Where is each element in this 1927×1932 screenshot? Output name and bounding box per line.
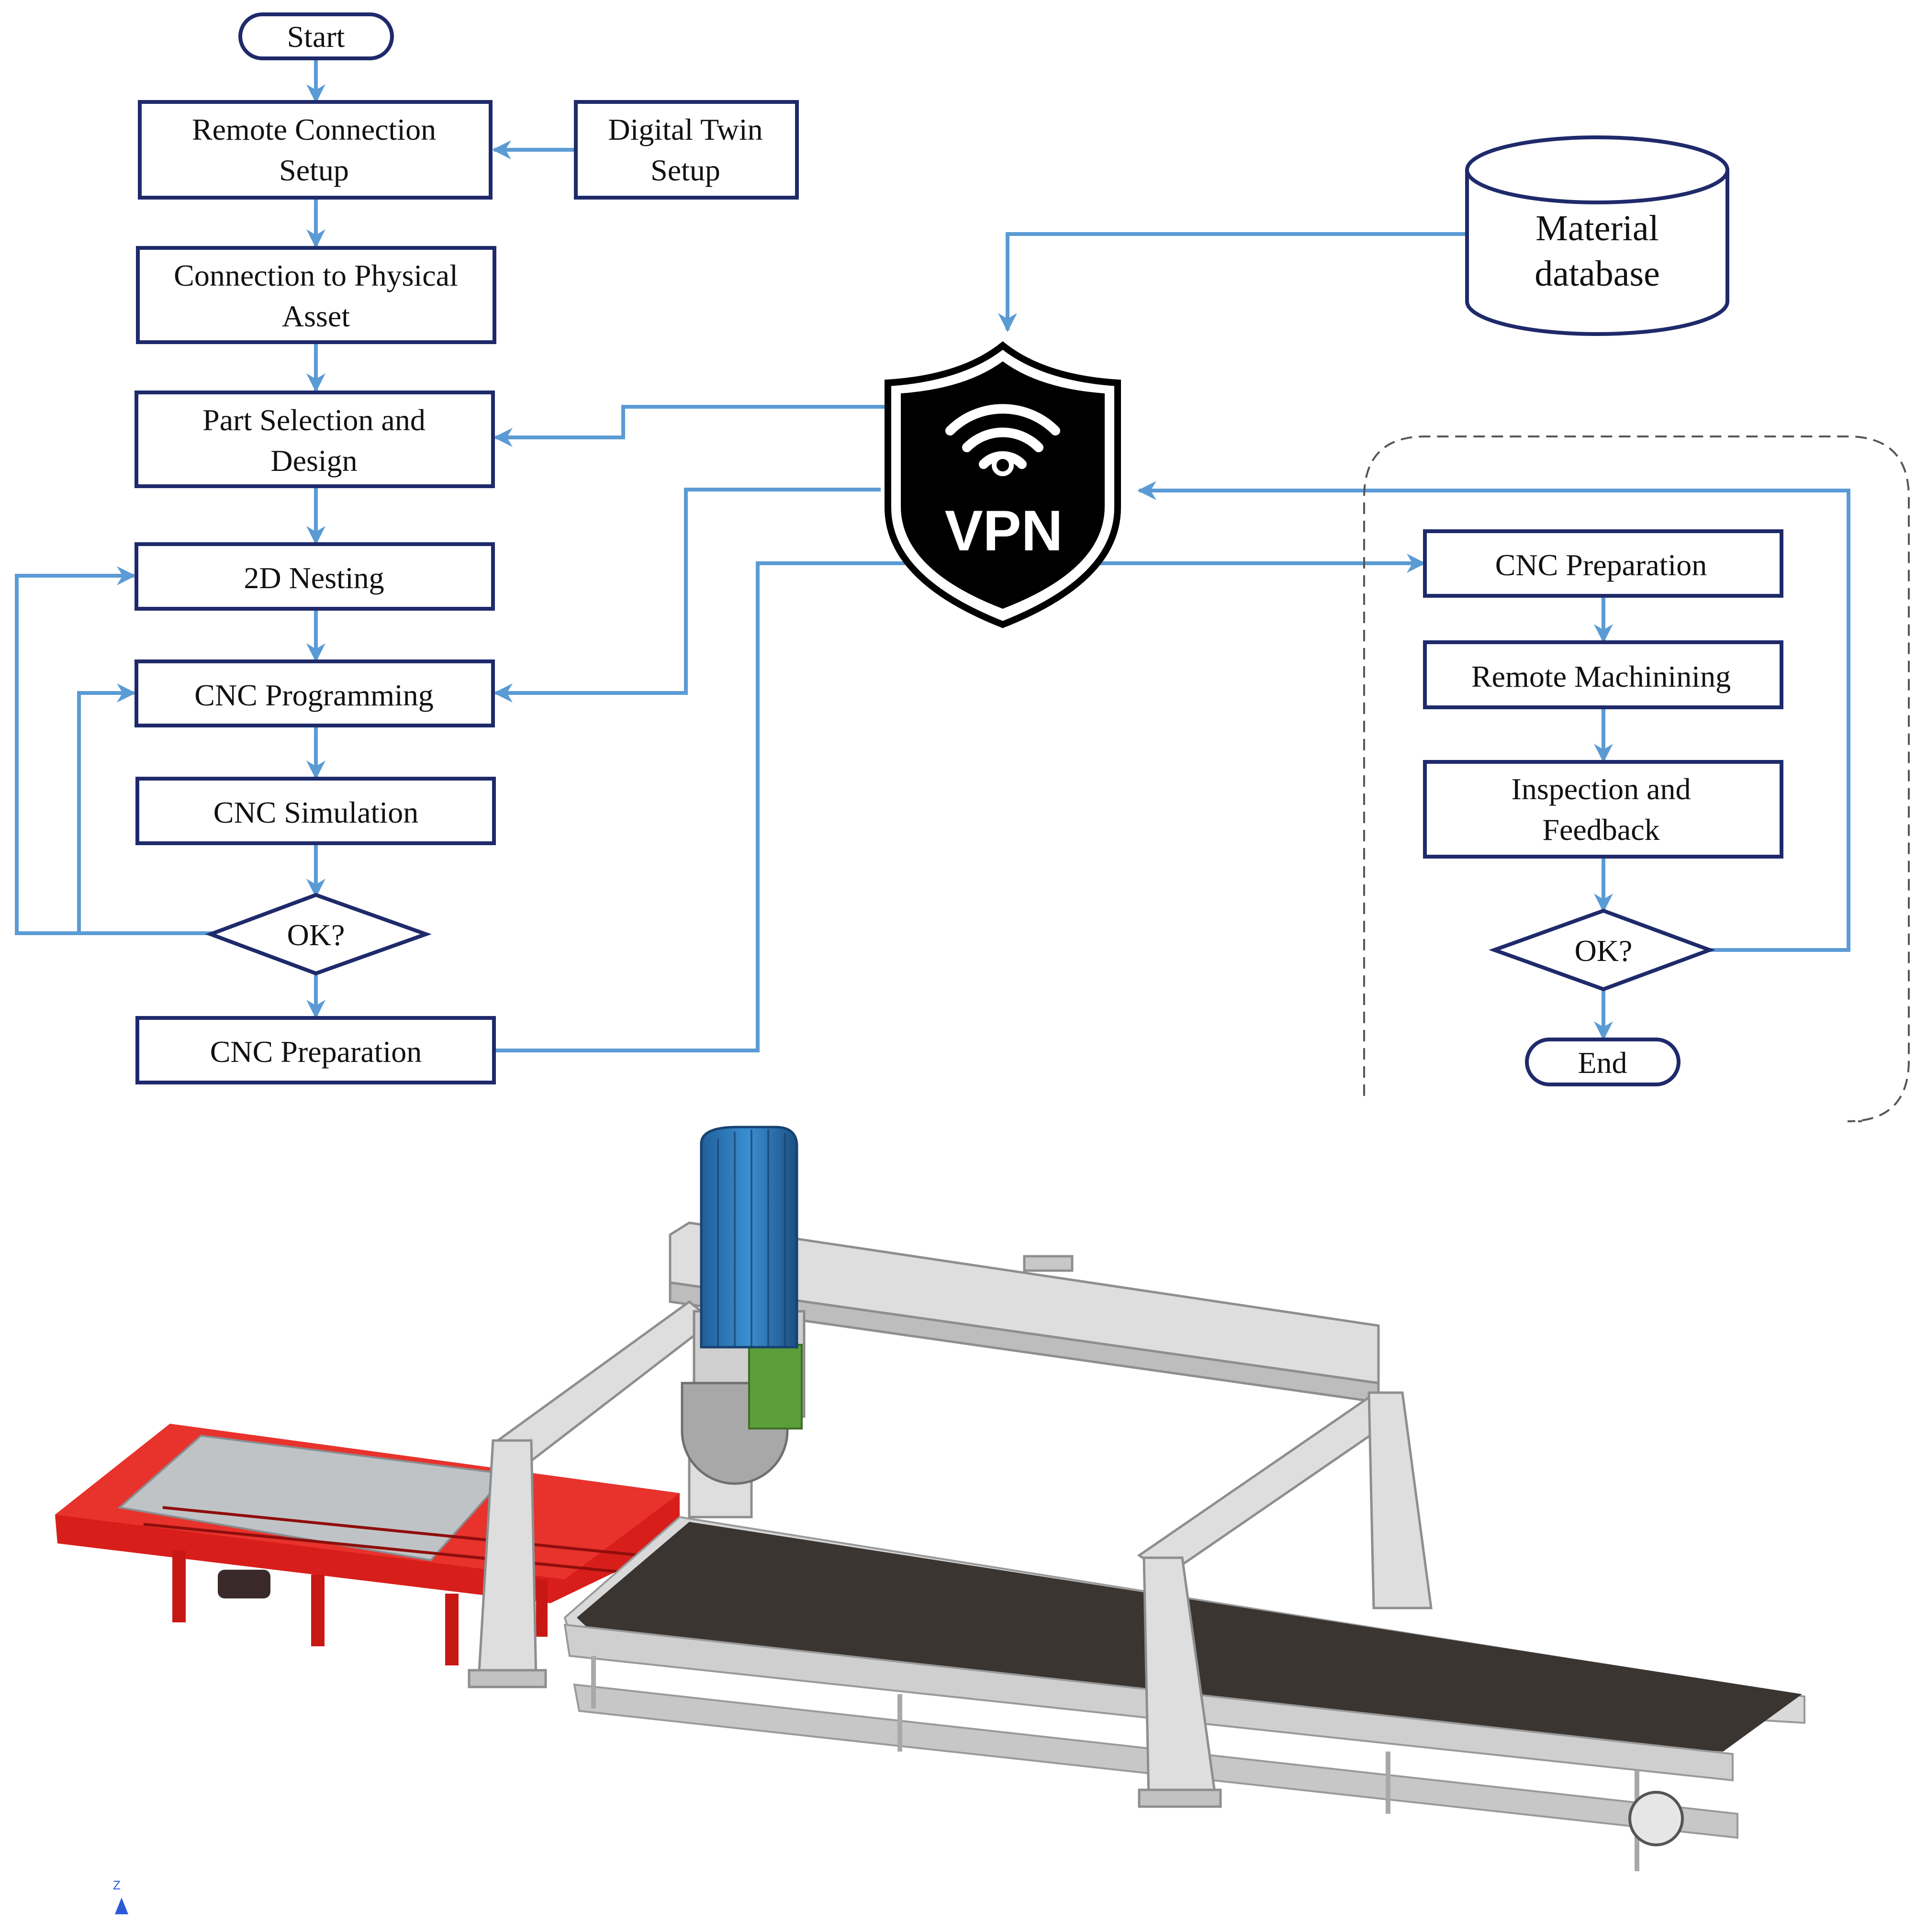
right-cnc-preparation-box [1423, 529, 1783, 598]
digital-twin-setup-box [574, 100, 799, 200]
arrow-db-to-vpn [998, 232, 1467, 332]
arrow-preparation-to-vpn [495, 561, 921, 1052]
right-flow-labels: CNC Preparation Remote Machinining Inspe… [1471, 548, 1731, 1080]
right-rear-column [1367, 1391, 1433, 1609]
arrow-ok-loop-to-programming [77, 683, 136, 933]
part-selection-label-2: Design [270, 444, 357, 478]
start-terminal [238, 12, 394, 60]
connection-asset-label-1: Connection to Physical [174, 258, 458, 292]
database-body [1465, 170, 1729, 336]
remote-operation-group [1363, 436, 1910, 1122]
inspection-feedback-box [1423, 760, 1783, 859]
arrow-vpn-to-programming [493, 488, 881, 703]
remote-connection-label-1: Remote Connection [192, 112, 436, 146]
right-flow [1423, 529, 1783, 1086]
left-ok-decision [205, 893, 432, 976]
axis-label: Z [113, 1878, 121, 1892]
remote-machining-box [1423, 640, 1783, 709]
rear-beam [669, 1221, 1380, 1385]
spindle-cover [700, 1126, 798, 1349]
drive-motor [748, 1344, 803, 1429]
database-label-1: Material [1535, 208, 1658, 248]
end-label: End [1578, 1046, 1627, 1080]
gantry-frame [468, 1221, 1433, 1808]
nesting-label: 2D Nesting [244, 561, 384, 595]
spindle-head [681, 1126, 806, 1485]
nesting-box [134, 542, 495, 611]
flow-arrows [15, 58, 1850, 1052]
database-top [1465, 135, 1729, 204]
digital-twin-label-1: Digital Twin [608, 112, 762, 146]
part-selection-design-box [134, 391, 495, 488]
arrow-vpn-to-part [493, 405, 912, 447]
database-label-2: database [1535, 254, 1660, 294]
right-ok-label: OK? [1575, 934, 1633, 968]
remote-connection-label-2: Setup [279, 153, 349, 187]
material-database [1465, 135, 1729, 336]
arrow-rok-to-vpn [1137, 481, 1850, 952]
remote-connection-setup-box [138, 100, 493, 200]
left-cnc-preparation-label: CNC Preparation [210, 1035, 422, 1069]
arrow-ok-loop-to-nesting [15, 566, 213, 935]
left-flow [134, 12, 799, 1084]
z-axis-arrow-icon [115, 1898, 128, 1914]
right-cnc-preparation-label: CNC Preparation [1495, 548, 1707, 582]
cnc-programming-box [134, 659, 495, 727]
left-ok-label: OK? [287, 918, 345, 952]
cnc-simulation-box [135, 777, 496, 845]
end-terminal [1525, 1038, 1681, 1086]
left-cnc-preparation-box [135, 1016, 496, 1084]
inspection-label-2: Feedback [1542, 813, 1659, 847]
connection-physical-asset-box [136, 246, 496, 344]
left-flow-labels: Start Remote Connection Setup Digital Tw… [174, 20, 762, 1069]
loading-motor [218, 1570, 270, 1598]
cnc-simulation-label: CNC Simulation [213, 795, 419, 829]
connection-asset-label-2: Asset [282, 299, 350, 333]
part-selection-label-1: Part Selection and [202, 403, 426, 437]
vpn-label: VPN [945, 499, 1063, 563]
cnc-programming-label: CNC Programming [194, 678, 434, 712]
start-label: Start [287, 20, 345, 54]
digital-twin-label-2: Setup [650, 153, 720, 187]
inspection-label-1: Inspection and [1512, 772, 1691, 806]
cnc-machine-render: Z [55, 1126, 1805, 1914]
axis-indicator: Z [113, 1878, 128, 1914]
vpn-shield-icon: VPN [885, 341, 1121, 628]
conveyor-drum [1628, 1791, 1684, 1846]
remote-machining-label: Remote Machinining [1471, 659, 1731, 693]
right-rail [1137, 1396, 1400, 1576]
right-ok-decision [1489, 908, 1715, 992]
